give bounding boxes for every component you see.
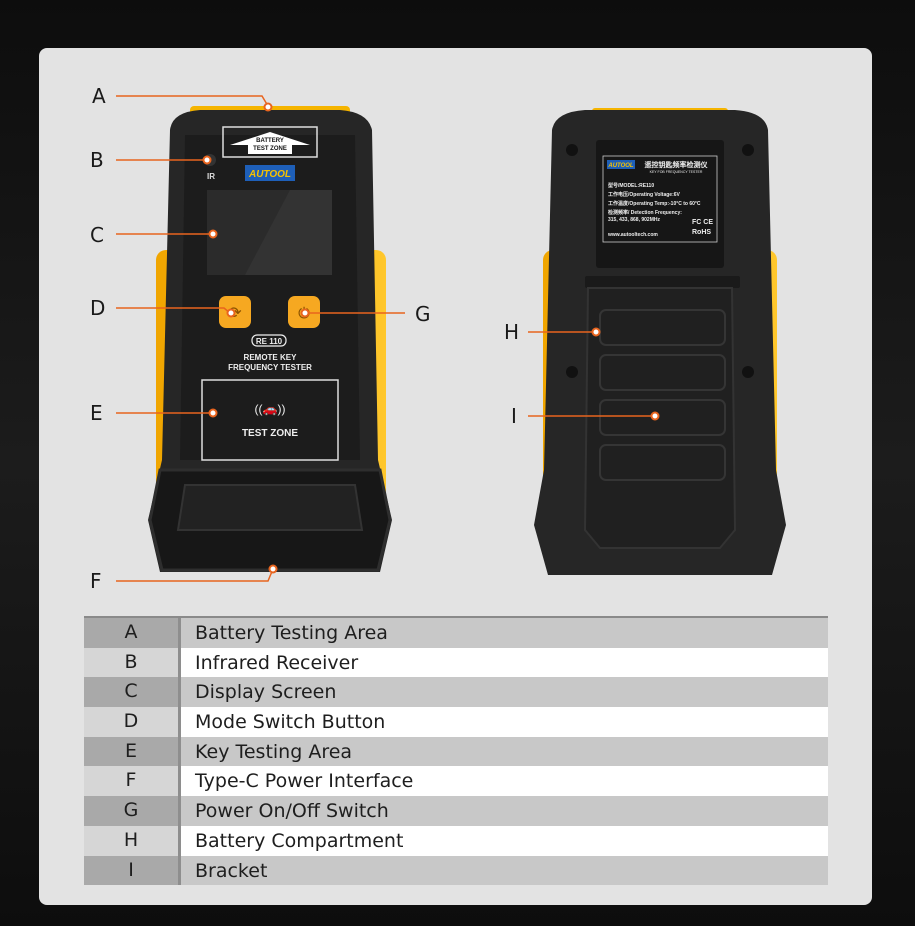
svg-text:IR: IR [207,172,215,181]
callout-b: B [90,148,104,172]
svg-text:TEST ZONE: TEST ZONE [242,428,298,439]
svg-text:FC CE: FC CE [692,219,713,226]
front-device: BATTERY TEST ZONE IR AUTOOL ⟳ ⏻ RE 110 R… [148,106,392,572]
row-key: A [84,618,181,648]
row-label: Type-C Power Interface [181,766,828,797]
brand-logo [245,165,295,181]
battery-test-zone [222,126,318,158]
svg-text:RE 110: RE 110 [256,337,283,346]
svg-text:REMOTE KEY: REMOTE KEY [244,353,298,362]
key-test-zone [201,379,339,461]
callout-e: E [90,401,103,425]
callout-a: A [92,84,106,108]
callout-g: G [415,302,431,326]
row-label: Bracket [181,855,828,886]
svg-text:FREQUENCY TESTER: FREQUENCY TESTER [228,363,312,372]
svg-text:BATTERY: BATTERY [256,138,284,144]
battery-compartment [583,287,737,549]
row-label: Battery Testing Area [181,618,828,648]
svg-text:AUTOOL: AUTOOL [248,169,291,180]
row-key: B [84,647,181,678]
callout-c: C [90,223,104,247]
row-key: E [84,736,181,767]
row-label: Display Screen [181,677,828,708]
row-label: Infrared Receiver [181,647,828,678]
specification-label [596,140,724,268]
callout-h: H [504,320,519,344]
row-key: C [84,677,181,708]
callout-f: F [90,569,102,593]
svg-text:www.autooltech.com: www.autooltech.com [607,232,658,238]
svg-text:检测频率/ Detection Frequency:: 检测频率/ Detection Frequency: [608,209,682,216]
svg-text:工作温度/Operating Temp:-10°C to 6: 工作温度/Operating Temp:-10°C to 60°C [608,200,701,207]
row-key: H [84,825,181,856]
svg-text:TEST ZONE: TEST ZONE [253,146,287,152]
svg-text:KEY FOB FREQUENCY TESTER: KEY FOB FREQUENCY TESTER [650,170,703,174]
row-label: Battery Compartment [181,825,828,856]
row-key: F [84,766,181,797]
back-device: AUTOOL 遥控钥匙频率检测仪 KEY FOB FREQUENCY TESTE… [534,108,786,575]
svg-text:RoHS: RoHS [692,229,711,236]
svg-text:遥控钥匙频率检测仪: 遥控钥匙频率检测仪 [645,160,709,169]
row-key: G [84,796,181,826]
row-label: Power On/Off Switch [181,796,828,826]
arrow-up-icon [230,132,310,154]
callout-d: D [90,296,105,320]
row-key: D [84,707,181,737]
car-key-icon: ((🚗)) [255,402,286,416]
svg-text:工作电压/Operating Voltage:6V: 工作电压/Operating Voltage:6V [608,191,681,198]
row-label: Key Testing Area [181,736,828,767]
svg-text:AUTOOL: AUTOOL [607,163,634,169]
row-key: I [84,855,181,886]
row-label: Mode Switch Button [181,707,828,737]
svg-text:型号/MODEL:RE110: 型号/MODEL:RE110 [608,182,654,189]
callout-dots [202,102,660,574]
callout-i: I [511,404,517,428]
svg-text:315, 433, 868, 902MHz: 315, 433, 868, 902MHz [608,217,660,223]
